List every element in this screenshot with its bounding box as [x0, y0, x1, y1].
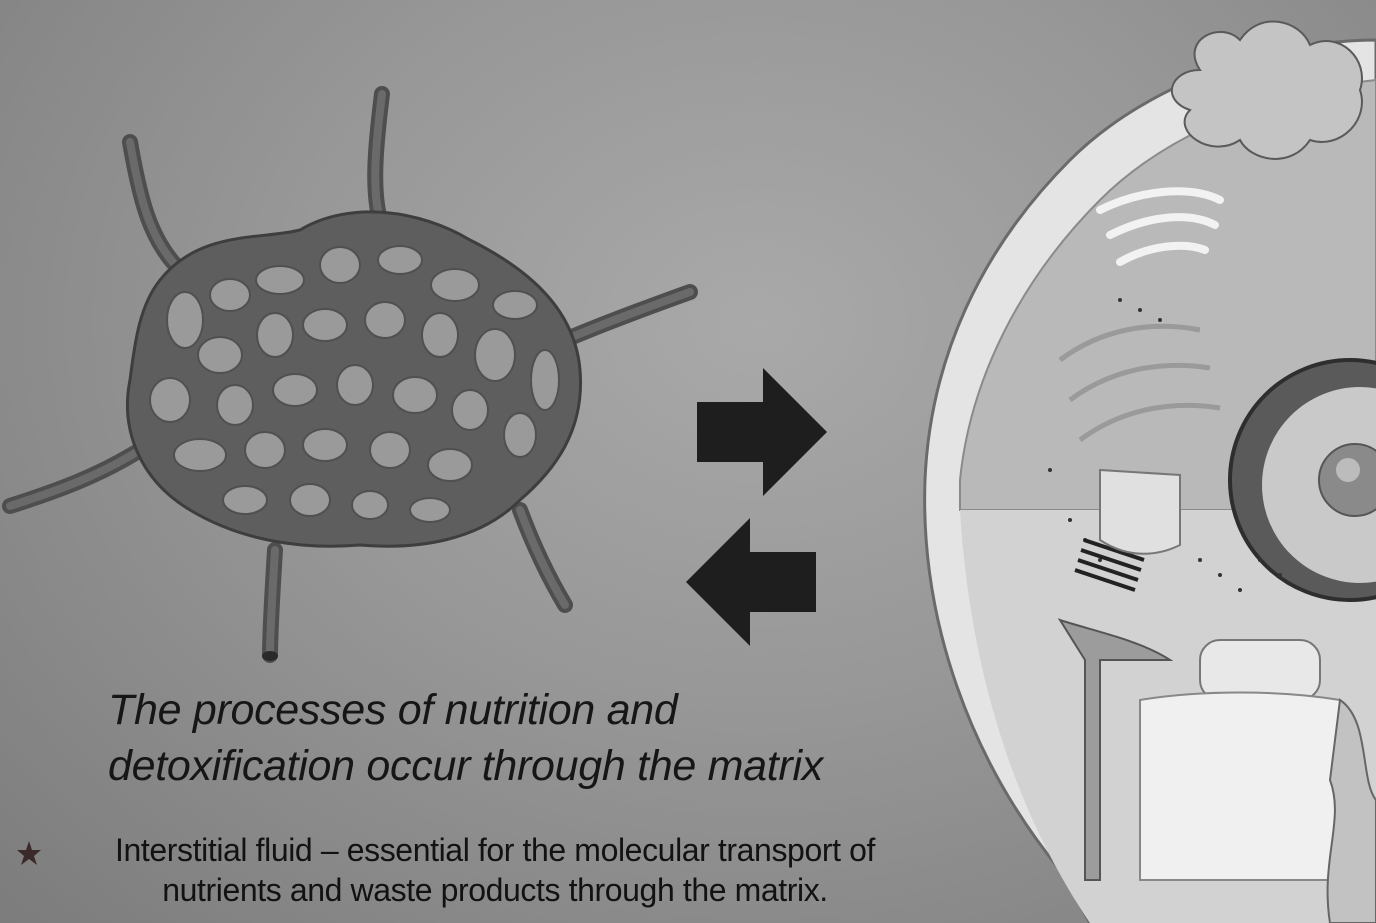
arrow-right-icon: [697, 368, 827, 496]
bullet-line-2: nutrients and waste products through the…: [60, 870, 930, 910]
slide-heading: The processes of nutrition and detoxific…: [108, 682, 928, 794]
arrow-left-icon: [686, 518, 816, 646]
cell-cross-section-illustration: [900, 0, 1376, 923]
bullet-text: Interstitial fluid – essential for the m…: [60, 830, 930, 910]
bullet-line-1: Interstitial fluid – essential for the m…: [60, 830, 930, 870]
capillary-network-illustration: [0, 80, 710, 680]
heading-line-2: detoxification occur through the matrix: [108, 738, 928, 794]
heading-line-1: The processes of nutrition and: [108, 682, 928, 738]
star-bullet-icon: [16, 840, 42, 866]
